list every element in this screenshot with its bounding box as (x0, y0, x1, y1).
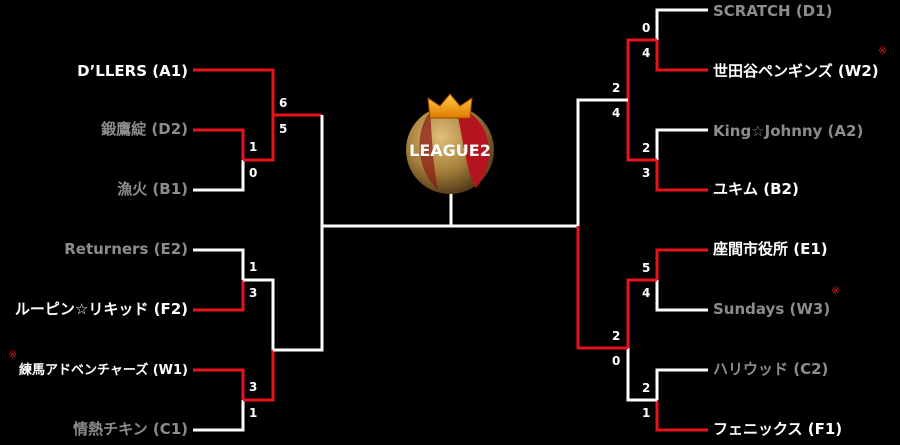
team-right-7: ハリウッド (C2) (713, 360, 828, 378)
line-qf2-winner (243, 278, 275, 350)
line-r3-winner (626, 278, 657, 348)
score-right-sf2-a: 2 (612, 329, 620, 343)
score-right-r2-b: 3 (642, 166, 650, 180)
line-b1 (193, 160, 245, 192)
line-w2 (655, 40, 708, 72)
line-d2 (193, 128, 245, 160)
team-left-3: 漁火 (B1) (117, 180, 188, 198)
league-logo: LEAGUE2 (406, 93, 494, 194)
score-right-sf1-a: 2 (612, 81, 620, 95)
score-right-r3-a: 5 (642, 261, 650, 275)
score-left-qf1-a: 1 (249, 140, 257, 154)
line-r2-winner (626, 100, 657, 162)
team-right-4: ユキム (B2) (713, 180, 799, 198)
score-left-qf3-b: 1 (249, 406, 257, 420)
team-left-4: Returners (E2) (64, 240, 188, 258)
team-left-1: D’LLERS (A1) (77, 62, 188, 80)
mark-left-w1: ※ (8, 348, 17, 361)
team-left-6: 練馬アドベンチャーズ (W1) (19, 362, 188, 378)
mark-right-w2: ※ (878, 44, 887, 57)
line-r4-winner (626, 348, 657, 402)
line-r1-winner (626, 38, 657, 100)
line-scratch (655, 8, 708, 40)
team-right-5: 座間市役所 (E1) (712, 240, 828, 258)
score-left-qf3-a: 3 (249, 380, 257, 394)
line-c1 (193, 400, 245, 432)
score-left-qf2-b: 3 (249, 286, 257, 300)
score-left-qf2-a: 1 (249, 260, 257, 274)
team-right-8: フェニックス (F1) (713, 420, 842, 438)
team-right-2: 世田谷ペンギンズ (W2) (713, 62, 879, 80)
team-left-7: 情熱チキン (C1) (73, 420, 188, 438)
line-f1 (655, 400, 708, 432)
line-w3 (655, 280, 708, 312)
crown-icon (427, 93, 473, 119)
score-right-r3-b: 4 (642, 286, 650, 300)
team-right-3: King☆Johnny (A2) (713, 122, 863, 140)
line-e2 (193, 248, 245, 280)
team-right-6: Sundays (W3) (713, 300, 830, 318)
score-right-r2-a: 2 (642, 141, 650, 155)
score-right-sf2-b: 0 (612, 354, 620, 368)
mark-right-w3: ※ (831, 284, 840, 297)
line-f2 (193, 280, 245, 312)
team-left-5: ルーピン☆リキッド (F2) (15, 300, 188, 318)
line-sf1-right (576, 98, 628, 226)
score-right-sf1-b: 4 (612, 106, 620, 120)
score-left-sf1-b: 5 (279, 122, 287, 136)
line-w1 (193, 368, 245, 400)
team-right-1: SCRATCH (D1) (713, 2, 832, 20)
score-left-sf1-a: 6 (279, 96, 287, 110)
team-left-2: 鍛鷹綻 (D2) (101, 120, 188, 138)
logo-ball-stripe (456, 108, 490, 188)
score-right-r4-a: 2 (642, 381, 650, 395)
line-a2 (655, 128, 708, 160)
score-right-r4-b: 1 (642, 406, 650, 420)
logo-ball-shade (419, 112, 438, 190)
logo-text: LEAGUE2 (409, 141, 491, 160)
line-c2 (655, 368, 708, 400)
score-right-r1-a: 0 (642, 21, 650, 35)
score-right-r1-b: 4 (642, 46, 650, 60)
bracket-lines (193, 8, 708, 432)
line-qf1-winner (243, 115, 275, 162)
line-sf2-left (273, 226, 324, 352)
score-left-qf1-b: 0 (249, 166, 257, 180)
line-b2 (655, 160, 708, 192)
line-e1 (655, 248, 708, 280)
line-dllers (193, 68, 275, 115)
line-sf2-right (576, 226, 628, 350)
line-qf3-winner (243, 350, 275, 402)
